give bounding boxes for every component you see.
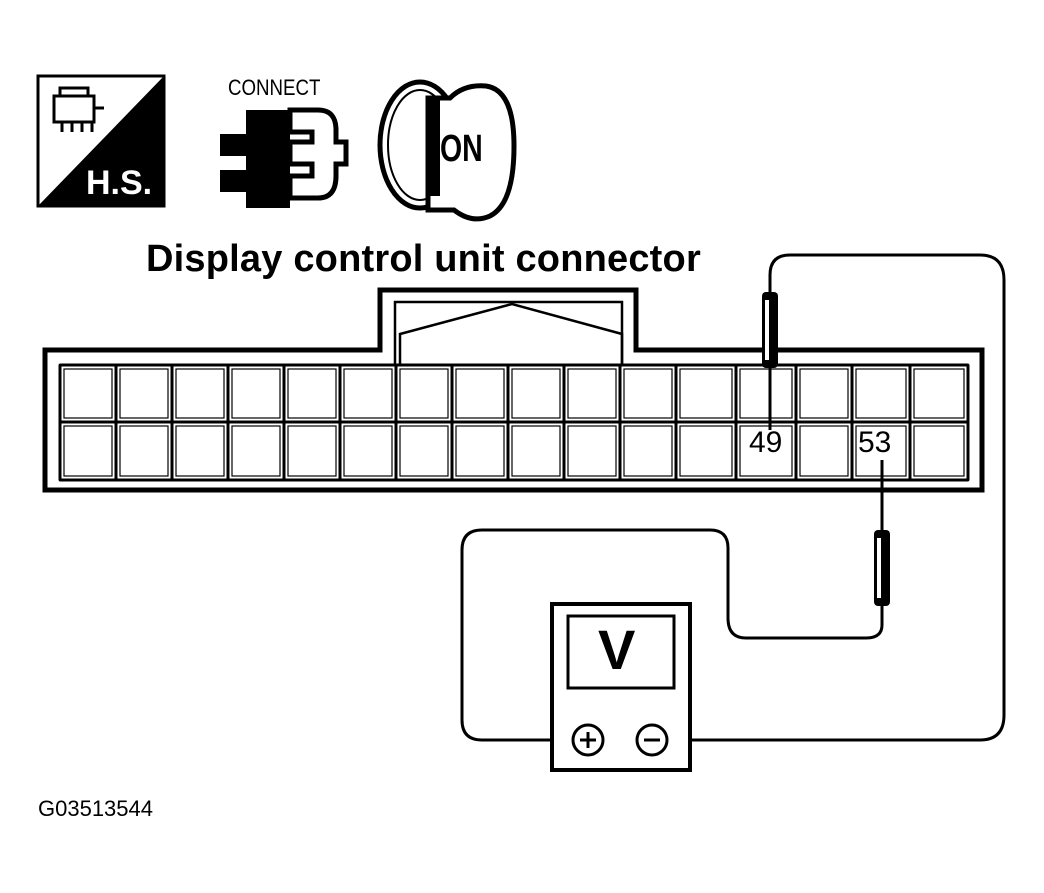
pin-cavity [287, 425, 337, 477]
pin-cavity [455, 425, 505, 477]
pin-cavity [679, 368, 733, 419]
pin-cavity [119, 425, 169, 477]
pin-cavity [799, 368, 849, 419]
connector-title: Display control unit connector [146, 238, 701, 280]
pin-cavity [231, 368, 281, 419]
pin-cavity [511, 425, 561, 477]
figure-code: G03513544 [38, 796, 153, 821]
pin-cavity [511, 368, 561, 419]
pin-cavity [567, 425, 617, 477]
pin-cavity [799, 425, 849, 477]
pin-cavity [343, 425, 393, 477]
test-leads [460, 253, 1006, 742]
pin-cavity [175, 368, 225, 419]
pin-cavity [855, 368, 907, 419]
pin-cavity [399, 368, 449, 419]
pin-cavity [63, 425, 113, 477]
pin-cavity [623, 425, 673, 477]
pin-cavity [623, 368, 673, 419]
pin-cavity [455, 368, 505, 419]
probe-negative [762, 292, 778, 368]
pin-number-53: 53 [858, 426, 892, 459]
pin-cavity [287, 368, 337, 419]
pin-cavity [567, 368, 617, 419]
harness-side-icon [36, 74, 166, 208]
pin-cavity [913, 368, 965, 419]
pin-cavity [119, 368, 169, 419]
voltmeter [550, 602, 692, 772]
lead-negative-wire [670, 253, 1006, 742]
connector-pin-grid [58, 363, 970, 482]
pin-cavity [399, 425, 449, 477]
connector-housing [42, 287, 985, 493]
pin-cavity [739, 368, 793, 419]
probe-positive [874, 530, 890, 606]
harness-side-label: H.S. [86, 164, 153, 202]
pin-cavity [343, 368, 393, 419]
pin-cavity [175, 425, 225, 477]
ignition-on-label: ON [440, 128, 483, 170]
pin-number-49: 49 [749, 426, 783, 459]
lead-positive-wire [460, 528, 884, 742]
connector-icon [220, 107, 349, 208]
pin-cavity [231, 425, 281, 477]
ignition-key-icon [377, 79, 517, 222]
voltmeter-display-label: V [598, 618, 636, 681]
connect-label: CONNECT [228, 75, 321, 100]
voltmeter-display [566, 614, 676, 690]
pin-cavity [739, 425, 793, 477]
pin-cavity [913, 425, 965, 477]
pin-cavity [63, 368, 113, 419]
pin-cavity [679, 425, 733, 477]
